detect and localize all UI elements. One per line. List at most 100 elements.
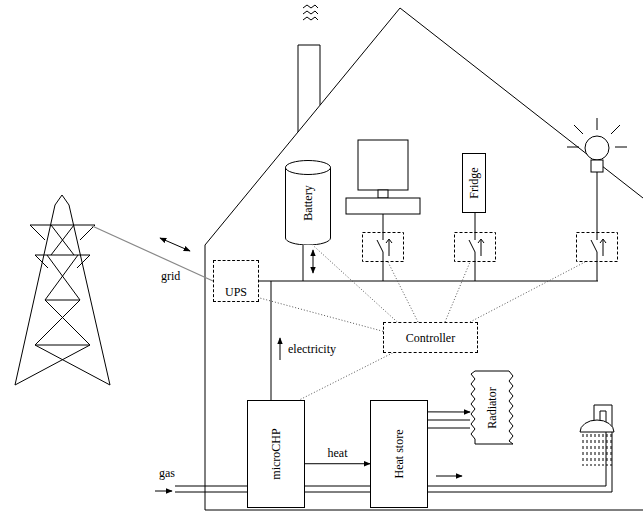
pylon [35, 345, 110, 385]
flow-arrow [428, 411, 470, 412]
shower-head [611, 434, 612, 466]
shower-head [599, 434, 600, 466]
pylon [15, 195, 110, 385]
node-label: Battery [302, 185, 314, 220]
electric-wiring [303, 245, 304, 281]
pylon [15, 195, 110, 385]
microchp-box: microCHP [247, 400, 305, 508]
grid-wire [90, 225, 213, 281]
pipes [428, 405, 612, 492]
ups-switch-box: UPS [213, 260, 259, 302]
shower-head [580, 420, 614, 432]
pylon [51, 225, 74, 255]
pipes [428, 420, 470, 421]
pipes [428, 411, 606, 486]
shower-head [603, 434, 604, 466]
cylinder-outline [286, 167, 331, 245]
control-lines [470, 262, 585, 322]
grid-flow-arrow [160, 238, 190, 251]
battery-flow-arrow [313, 250, 314, 273]
control-link [313, 245, 398, 322]
heat-store-box: Heat store [370, 400, 428, 508]
control-lines [388, 262, 418, 322]
electric-wiring [271, 281, 272, 400]
switch-boxes [455, 232, 496, 262]
radiator-outline [471, 371, 513, 444]
controller-box: Controller [383, 322, 478, 353]
switch-boxes [363, 232, 618, 262]
battery-cylinder: Battery [285, 160, 331, 245]
house-outline [298, 45, 320, 132]
shower-head [583, 434, 584, 466]
pipes [305, 486, 370, 487]
smoke [303, 11, 318, 14]
lamp [611, 125, 620, 134]
house-outline [205, 8, 643, 510]
electric-wiring [597, 172, 598, 281]
lamp [567, 118, 627, 172]
lamp [574, 125, 583, 134]
pylon [35, 255, 48, 268]
pylon [77, 255, 90, 268]
fridge-box: Fridge [462, 153, 486, 213]
control-lines [388, 262, 585, 322]
shower-head [583, 434, 611, 466]
computer [346, 198, 420, 214]
pylon [30, 225, 95, 226]
hot-water-arrow [436, 476, 462, 477]
computer [378, 190, 388, 198]
shower-head [595, 434, 596, 466]
node-label: Heat store [393, 430, 405, 479]
annotation-label: grid [160, 270, 181, 282]
pylon [15, 345, 90, 385]
pylon [30, 225, 45, 240]
smoke [303, 5, 318, 8]
node-label: UPS [225, 286, 247, 298]
node-label: microCHP [270, 428, 282, 479]
lamp [615, 147, 627, 148]
pylon [51, 225, 74, 255]
pipes [305, 492, 370, 493]
computer [346, 140, 420, 214]
smoke [303, 5, 318, 20]
gas-arrow [155, 491, 172, 492]
control-link [259, 298, 383, 332]
pylon [35, 345, 90, 346]
annotation-label: electricity [287, 343, 337, 355]
smoke [303, 17, 318, 20]
flow-arrow [305, 463, 370, 464]
cylinder-outline [286, 161, 331, 175]
pipes [175, 492, 247, 493]
node-label: Fridge [468, 167, 480, 198]
lamp [591, 160, 603, 172]
node-label: Controller [406, 332, 455, 344]
house-outline [205, 8, 643, 510]
pylon [45, 300, 90, 345]
shower-head [580, 420, 614, 466]
electricity-arrow [280, 338, 281, 360]
shower-head [591, 434, 592, 466]
house-outline [205, 510, 643, 511]
pylon [35, 300, 80, 345]
edge-label: heat [327, 447, 349, 459]
pylon [45, 300, 80, 301]
control-link [299, 353, 392, 400]
radiator-shape: Radiator [470, 370, 514, 445]
pylon [35, 255, 90, 256]
switch-boxes [363, 232, 404, 262]
lamp [567, 147, 579, 148]
pylon [80, 225, 95, 240]
node-label: Radiator [486, 387, 498, 428]
pylon [45, 255, 78, 300]
pipes [175, 486, 247, 487]
control-lines [445, 262, 470, 322]
computer [358, 140, 408, 190]
shower-head [607, 434, 608, 466]
pylon [47, 255, 80, 300]
electric-wiring [258, 172, 598, 400]
annotation-label: gas [158, 467, 176, 479]
lamp [585, 136, 609, 160]
